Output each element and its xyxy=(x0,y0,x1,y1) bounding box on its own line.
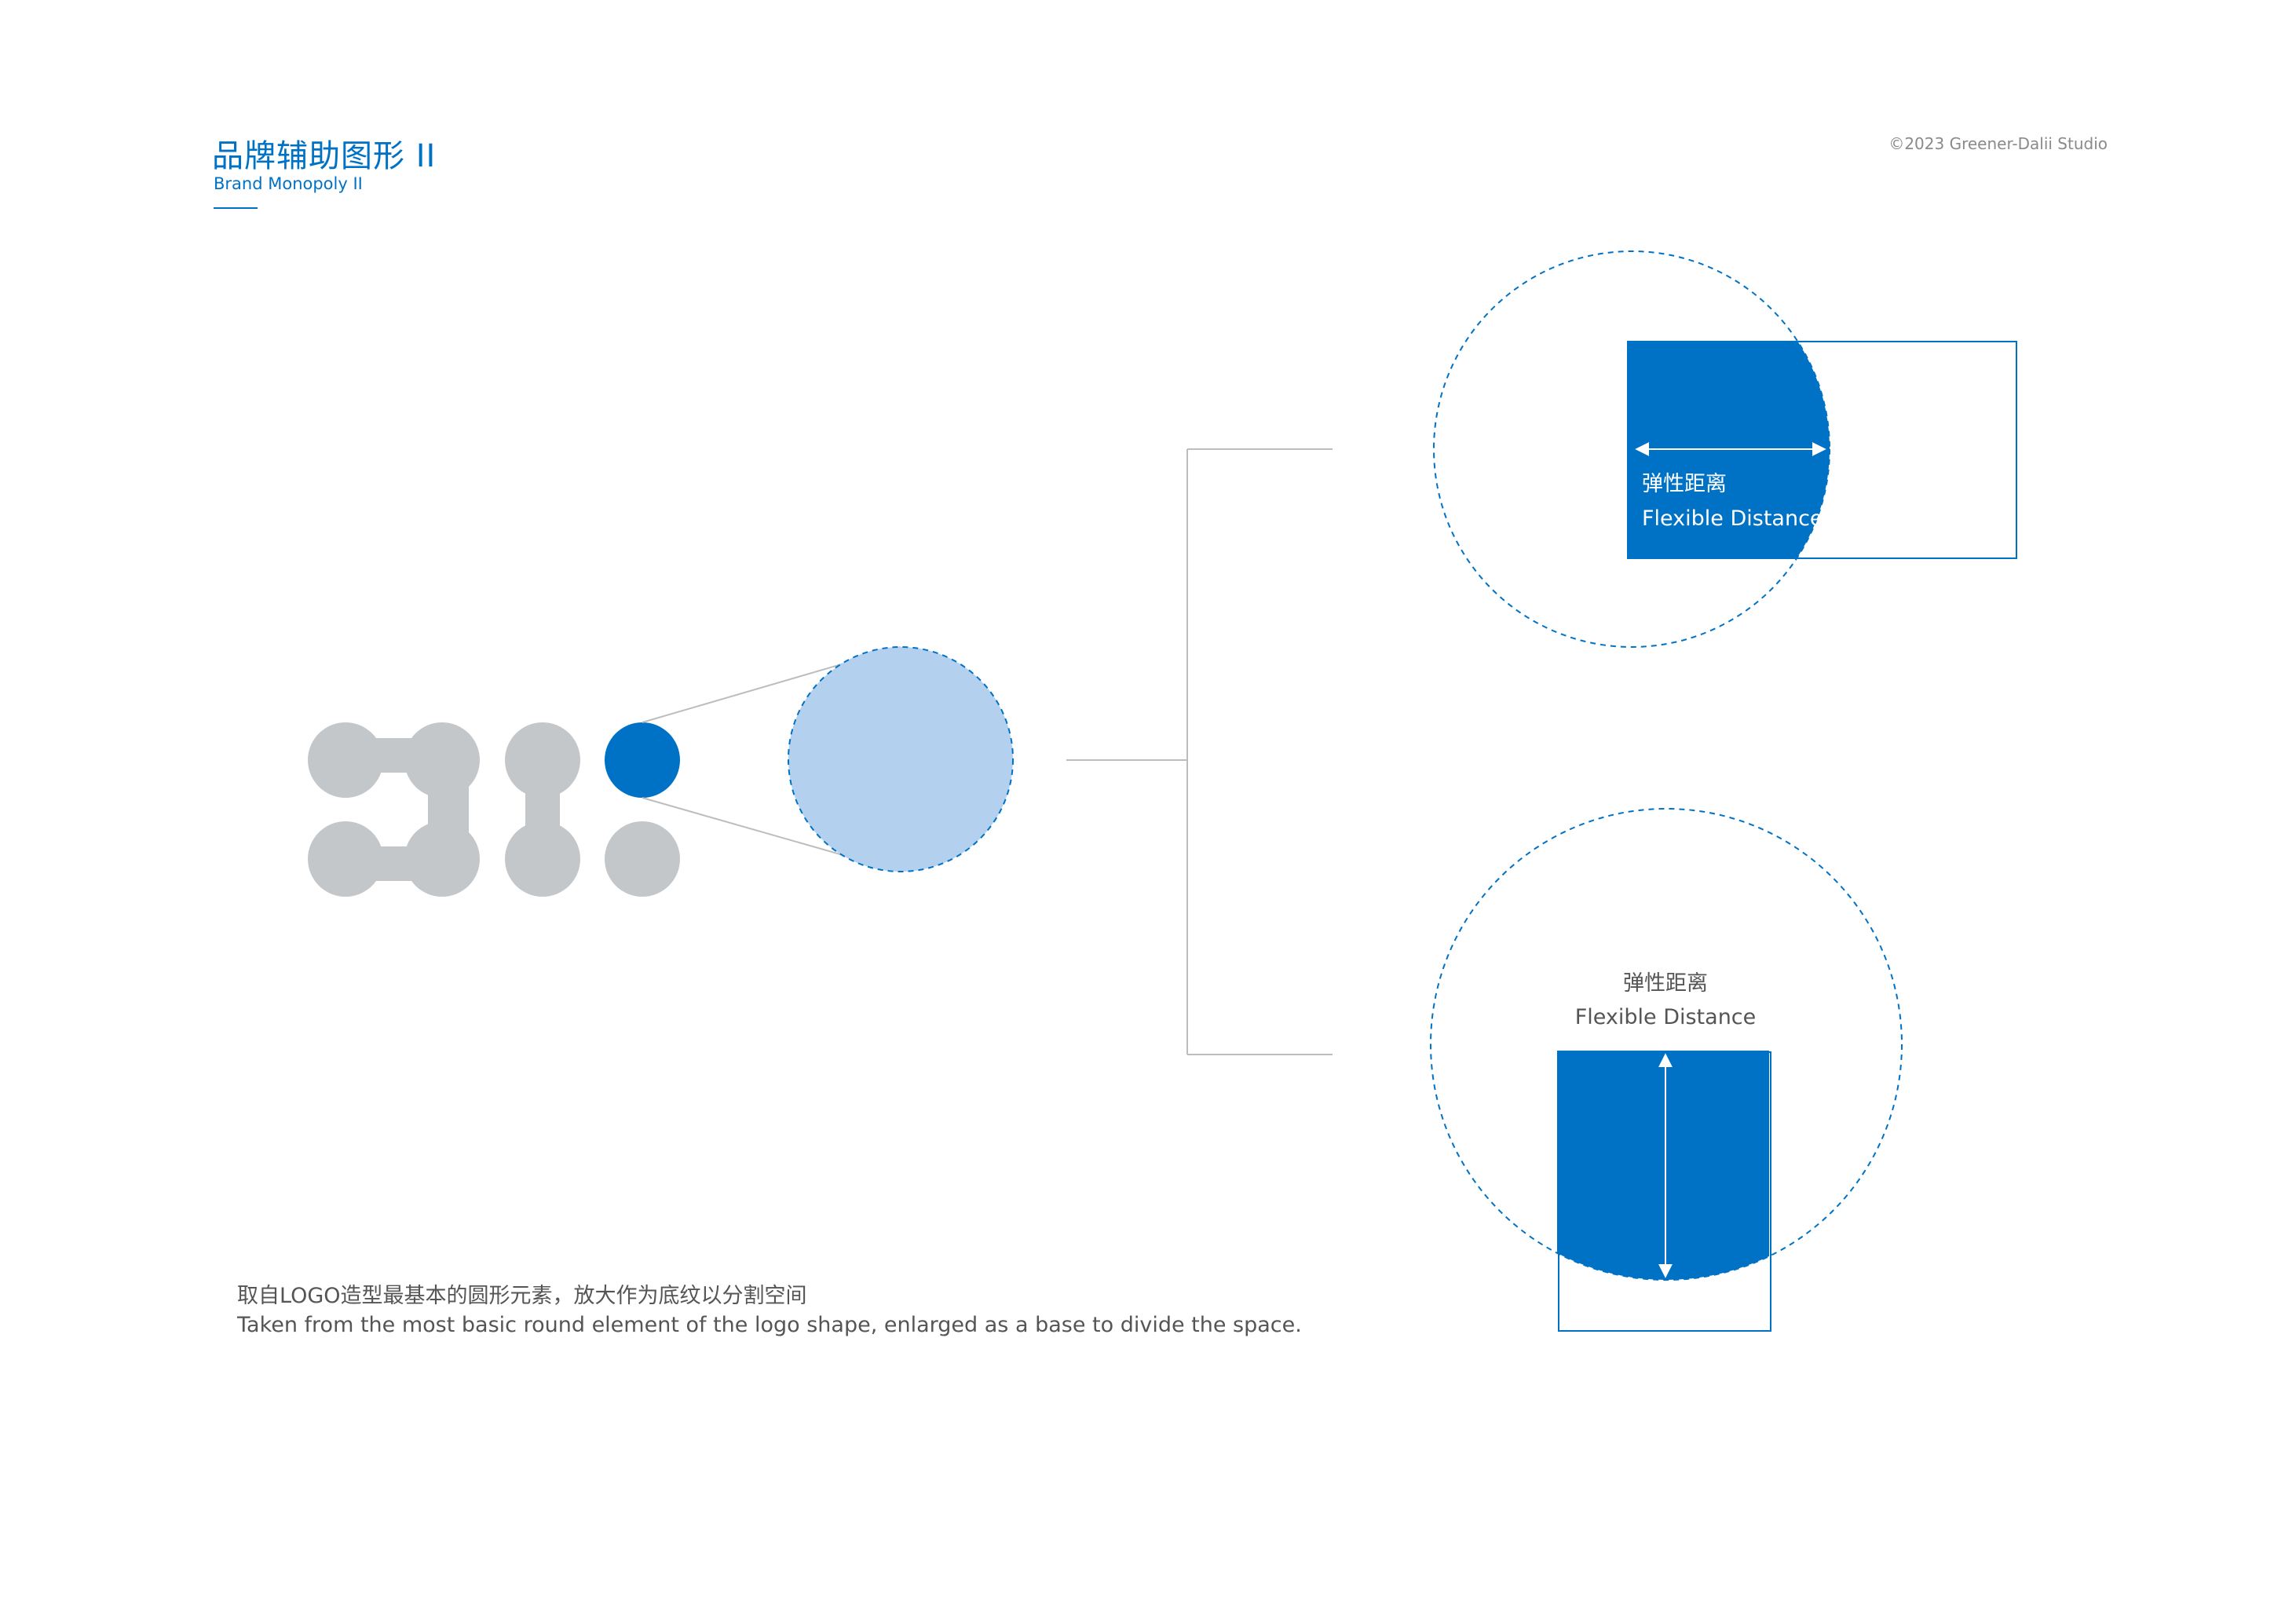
logo-glyph-i xyxy=(505,722,580,897)
top-label-zh: 弹性距离 xyxy=(1642,472,1727,496)
bracket-connector xyxy=(1066,448,1333,1055)
page-title: 品牌辅助图形 II xyxy=(212,138,437,174)
bottom-label-en: Flexible Distance xyxy=(1575,1005,1757,1029)
caption-zh: 取自LOGO造型最基本的圆形元素，放大作为底纹以分割空间 xyxy=(237,1284,807,1308)
copyright-notice: ©2023 Greener-Dalii Studio xyxy=(1888,134,2108,153)
top-label-en: Flexible Distance xyxy=(1642,506,1823,531)
logo-mark xyxy=(308,722,680,897)
title-underline xyxy=(214,207,258,209)
top-example: 弹性距离 Flexible Distance xyxy=(1433,250,2017,648)
logo-dot-gray xyxy=(605,821,680,897)
logo-glyph-x xyxy=(308,722,480,897)
bottom-frame xyxy=(1558,1051,1771,1332)
enlarged-circle xyxy=(788,646,1014,872)
caption-en: Taken from the most basic round element … xyxy=(237,1313,1302,1337)
page-subtitle: Brand Monopoly II xyxy=(214,174,363,193)
logo-dot-blue xyxy=(605,722,680,798)
bottom-example: 弹性距离 Flexible Distance xyxy=(1430,808,1903,1332)
bottom-label-zh: 弹性距离 xyxy=(1623,971,1708,996)
top-frame xyxy=(1627,341,2017,559)
